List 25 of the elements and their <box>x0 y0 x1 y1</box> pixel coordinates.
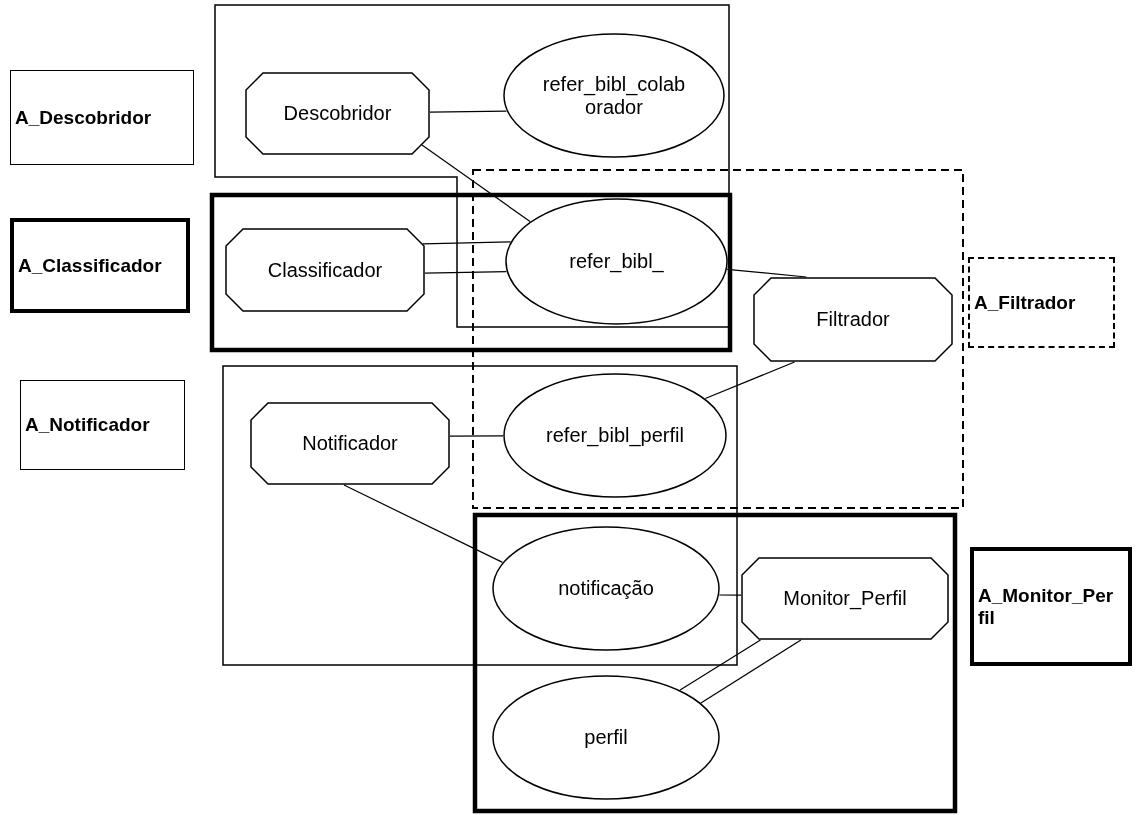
label-box: A_Descobridor <box>10 70 194 165</box>
octagon-node: Monitor_Perfil <box>741 557 949 640</box>
label-box: A_Filtrador <box>968 257 1115 348</box>
connector-line <box>449 435 504 437</box>
connector-line <box>718 594 742 596</box>
connector-line <box>704 361 796 400</box>
label-box: A_Monitor_Perfil <box>970 547 1132 666</box>
octagon-node: Descobridor <box>245 72 430 155</box>
ellipse-node: refer_bibl_ <box>505 198 728 325</box>
connector-line <box>429 110 508 113</box>
connector-line <box>421 144 531 223</box>
ellipse-node: perfil <box>492 675 720 800</box>
label-box: A_Notificador <box>20 380 185 470</box>
connector-line <box>679 639 762 691</box>
connector-line <box>343 484 504 563</box>
connector-line <box>700 639 802 704</box>
label-box: A_Classificador <box>10 218 190 313</box>
octagon-node: Notificador <box>250 402 450 485</box>
ellipse-node: refer_bibl_colaborador <box>503 33 725 158</box>
connector-line <box>422 241 512 245</box>
octagon-node: Classificador <box>225 228 425 312</box>
ellipse-node: notificação <box>492 526 720 651</box>
connector-line <box>424 271 507 274</box>
octagon-node: Filtrador <box>753 277 953 362</box>
ellipse-node: refer_bibl_perfil <box>503 373 727 498</box>
